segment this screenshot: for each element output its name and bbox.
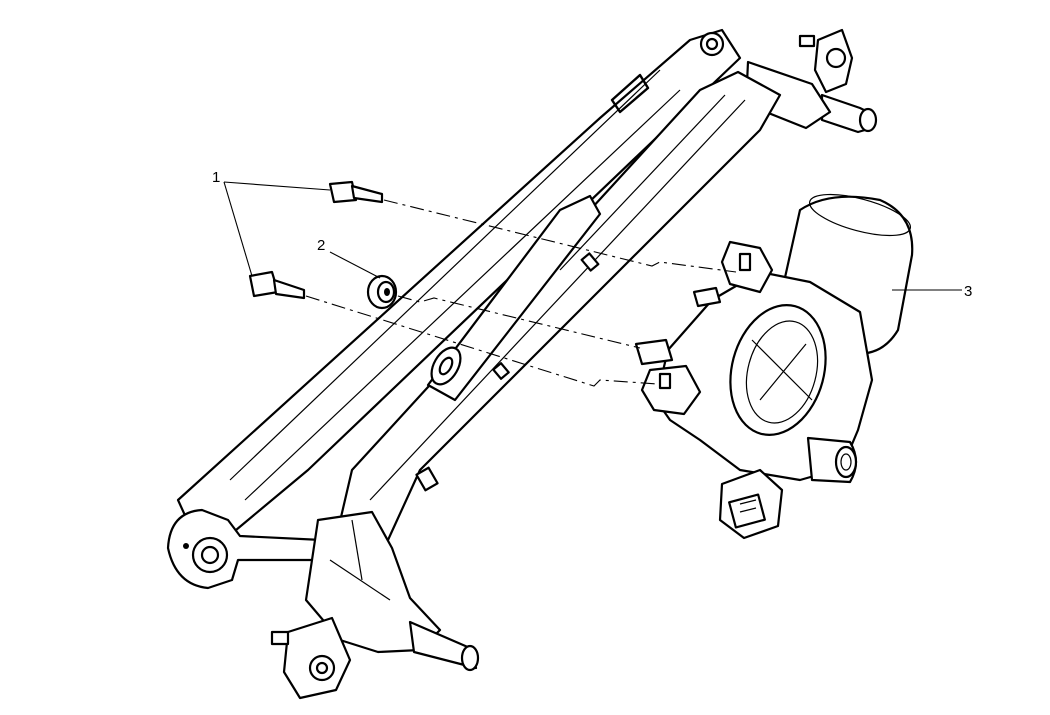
callout-number-washer: 2: [317, 237, 325, 254]
washer-grommet: [366, 274, 398, 310]
callout-number-motor: 3: [964, 283, 972, 300]
leader-2: [329, 251, 381, 279]
wiper-transmission-frame: [166, 28, 878, 700]
bolt-upper: [328, 180, 384, 204]
alignment-line-lower-bolt: [305, 295, 659, 387]
leader-1-lower: [223, 181, 253, 277]
alignment-line-upper-bolt: [383, 199, 737, 273]
alignment-line-washer: [397, 295, 641, 349]
callout-number-bolts: 1: [212, 169, 220, 186]
alignment-lines: [305, 199, 737, 387]
callout-leaders: [223, 181, 962, 291]
lower-pivot-bracket: [270, 510, 480, 700]
secondary-link-rod: [426, 194, 602, 402]
leader-1-upper: [223, 181, 331, 191]
bolt-lower: [248, 270, 306, 300]
wiper-motor: [634, 193, 914, 540]
